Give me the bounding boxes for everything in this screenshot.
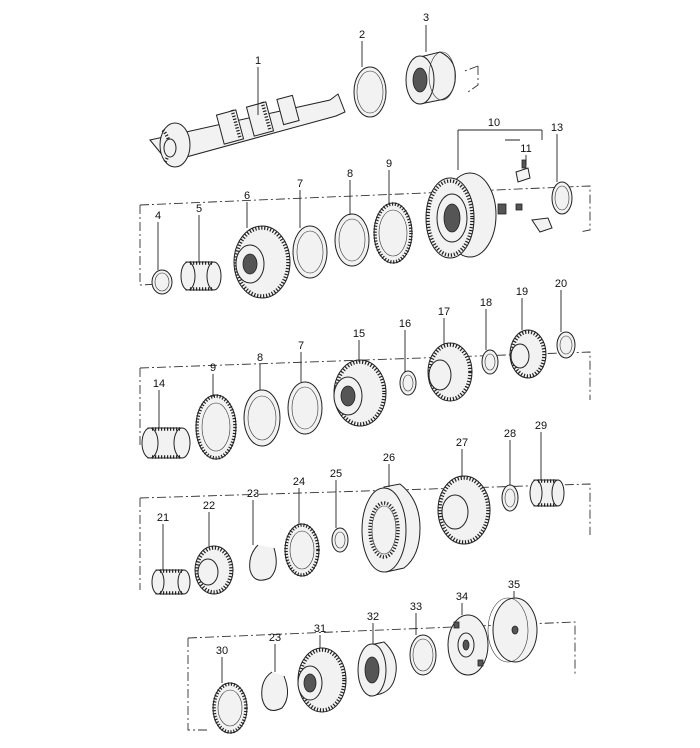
assembly-boundaries	[139, 65, 591, 731]
callout-34: 34	[456, 591, 468, 603]
callout-labels: 1 2 3 4 5 6 7 8 9 10 11 13 14 9 8 7 15 1…	[153, 12, 567, 657]
bearing-3	[405, 51, 456, 105]
needle-bearing-21	[151, 569, 191, 595]
synchro-ring-7a	[292, 225, 328, 279]
bearing-32	[357, 641, 397, 697]
ring-18	[481, 349, 499, 375]
synchro-hub-10	[425, 172, 497, 259]
needle-bearing-5	[180, 261, 222, 291]
gear-19	[509, 329, 547, 379]
ring-25	[331, 527, 349, 553]
callout-11: 11	[520, 143, 531, 155]
cover-disc-35	[487, 597, 538, 663]
ring-20	[556, 331, 576, 359]
callout-10: 10	[488, 117, 500, 129]
gear-31	[297, 647, 347, 713]
pinion-shaft	[149, 93, 346, 168]
circlip-4	[151, 269, 173, 295]
callout-29: 29	[535, 420, 547, 432]
callout-24: 24	[293, 476, 305, 488]
gear-15	[333, 359, 387, 427]
callout-15: 15	[353, 328, 365, 340]
gear-22	[194, 545, 234, 595]
gear-6	[233, 225, 291, 299]
callout-3: 3	[423, 12, 429, 24]
callout-35: 35	[508, 579, 520, 591]
callout-26: 26	[383, 452, 395, 464]
shim-33	[409, 634, 437, 676]
callout-7-upper: 7	[297, 178, 303, 190]
callout-23-lower: 23	[269, 632, 281, 644]
callout-28: 28	[504, 428, 516, 440]
spring-23a	[249, 544, 277, 581]
callout-4: 4	[155, 210, 161, 222]
gear-27	[437, 475, 491, 545]
circlip-13	[551, 181, 573, 215]
synchro-ring-9a	[373, 202, 413, 264]
ring-8a	[334, 213, 370, 267]
callout-7-lower: 7	[298, 340, 304, 352]
callout-9-upper: 9	[386, 158, 392, 170]
callout-30: 30	[216, 645, 228, 657]
spring-23b	[261, 671, 288, 711]
callout-18: 18	[480, 297, 492, 309]
callout-6: 6	[244, 190, 250, 202]
callout-27: 27	[456, 437, 468, 449]
needle-bearing-29	[529, 479, 565, 507]
needle-bearing-14	[141, 427, 191, 459]
callout-17: 17	[438, 306, 450, 318]
shim-ring-2	[353, 66, 387, 118]
detent-parts-11	[497, 159, 553, 233]
sliding-sleeve-26	[361, 483, 421, 573]
ring-16	[399, 370, 417, 396]
callout-19: 19	[516, 286, 528, 298]
synchro-ring-24	[284, 523, 320, 577]
callout-1: 1	[255, 55, 261, 67]
callout-22: 22	[203, 500, 215, 512]
gear-17	[427, 342, 473, 402]
synchro-ring-7b	[287, 381, 323, 435]
retaining-plate-34	[447, 614, 489, 676]
callout-21: 21	[157, 512, 169, 524]
ring-8b	[243, 389, 281, 447]
callout-25: 25	[330, 468, 342, 480]
synchro-ring-9b	[195, 394, 237, 460]
callout-32: 32	[367, 611, 379, 623]
callout-33: 33	[410, 601, 422, 613]
ring-28	[501, 484, 519, 512]
callout-5: 5	[196, 203, 202, 215]
callout-16: 16	[399, 318, 411, 330]
callout-13: 13	[551, 122, 563, 134]
callout-31: 31	[314, 623, 326, 635]
callout-8-lower: 8	[257, 352, 263, 364]
callout-20: 20	[555, 278, 567, 290]
leader-lines	[157, 25, 562, 683]
callout-23-upper: 23	[247, 488, 259, 500]
callout-14: 14	[153, 378, 165, 390]
synchro-ring-30	[212, 682, 248, 734]
callout-9-lower: 9	[210, 362, 216, 374]
callout-2: 2	[359, 29, 365, 41]
callout-8-upper: 8	[347, 168, 353, 180]
